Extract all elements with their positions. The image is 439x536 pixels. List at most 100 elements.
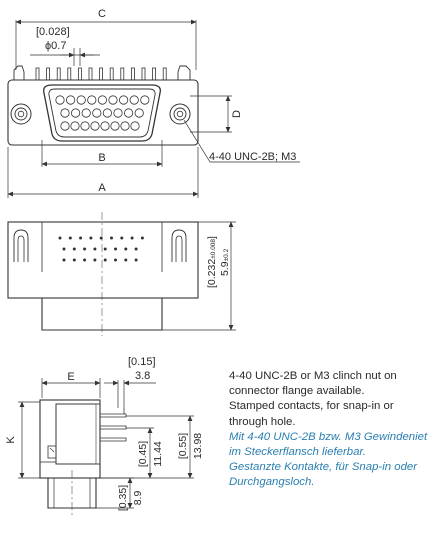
top-pin: [120, 67, 125, 81]
height-inch-tol: ±0.008: [210, 239, 217, 259]
top-pin: [162, 67, 167, 81]
contact: [100, 121, 110, 131]
label-hole-mm: ϕ0.7: [45, 40, 66, 52]
side-contacts: [100, 408, 127, 442]
dimension-c: [15, 19, 197, 70]
contact: [129, 95, 139, 105]
snap-hook-right: [177, 65, 191, 81]
side-view: [18, 378, 194, 516]
dim2-mm: 13.98: [192, 433, 204, 459]
front-contact-dot: [124, 258, 128, 262]
label-hole-inch: [0.028]: [36, 26, 70, 38]
note-en-line-2: connector flange available.: [229, 385, 365, 398]
front-contact-dot: [140, 236, 144, 240]
front-contact-dot: [103, 247, 107, 251]
pitch-inch: [0.15]: [128, 356, 156, 368]
contact: [80, 121, 90, 131]
front-view: [7, 212, 236, 336]
contact: [108, 95, 118, 105]
front-contact-dots: [58, 236, 144, 262]
top-pin: [35, 67, 40, 81]
top-pin: [99, 67, 103, 81]
pitch-mm: 3.8: [135, 370, 150, 382]
front-contact-dot: [93, 258, 97, 262]
height-mm: 5.9: [219, 261, 231, 276]
dimension-d: [190, 95, 232, 133]
contact: [81, 108, 91, 118]
front-contact-dot: [99, 236, 103, 240]
note-en-line-1: 4-40 UNC-2B or M3 clinch nut on: [229, 370, 397, 382]
contact: [134, 108, 144, 118]
front-contact-dot: [103, 258, 107, 262]
dimension-b: [41, 140, 163, 167]
note-de-line-2: im Steckerflansch lieferbar.: [229, 446, 366, 459]
dimension-a: [7, 147, 199, 198]
front-flange: [7, 221, 199, 299]
top-pin: [67, 67, 72, 81]
height-inch: [0.232: [206, 259, 218, 288]
side-body: [39, 399, 101, 479]
top-pin: [130, 67, 135, 81]
dim1-mm: 11.44: [152, 441, 164, 467]
front-latch-right: [171, 229, 187, 262]
top-pin-row: [35, 67, 167, 81]
dim3-inch: [0.35]: [117, 485, 129, 511]
top-pin: [88, 67, 93, 81]
top-pin: [46, 67, 50, 81]
front-height-label: [0.232±0.008]: [206, 236, 218, 288]
front-contact-dot: [114, 258, 117, 262]
height-mm-tol: ±0.2: [223, 248, 230, 261]
front-contact-dot: [58, 236, 62, 240]
contact: [124, 108, 134, 118]
note-de-line-1: Mit 4-40 UNC-2B bzw. M3 Gewindeniet: [229, 430, 428, 443]
front-contact-dot: [62, 247, 66, 251]
contact: [120, 121, 130, 131]
front-contact-dot: [134, 258, 138, 262]
note-de-line-3: Gestanzte Kontakte, für Snap-in oder: [229, 461, 418, 474]
dimension-hole: [30, 48, 100, 66]
front-contact-dot: [72, 247, 76, 251]
label-thread: 4-40 UNC-2B; M3: [209, 151, 296, 163]
top-view: [7, 19, 300, 198]
front-contact-dot: [134, 247, 138, 251]
height-close: ]: [206, 236, 218, 239]
contact: [90, 121, 100, 131]
front-contact-dot: [93, 247, 97, 251]
top-pin: [78, 67, 82, 81]
front-contact-dot: [83, 258, 87, 262]
contact: [60, 121, 70, 131]
availability-note: 4-40 UNC-2B or M3 clinch nut on connecto…: [229, 369, 434, 491]
contact: [92, 108, 102, 118]
front-contact-dot: [83, 247, 87, 251]
contact: [76, 95, 86, 105]
thread-leader: [183, 119, 300, 163]
contact: [119, 95, 129, 105]
front-contact-dot: [79, 236, 83, 240]
top-pin: [152, 67, 157, 81]
label-c: C: [98, 8, 106, 20]
mount-hole-left: [10, 103, 32, 125]
contact: [102, 108, 113, 118]
d-sub-shell-inner: [48, 88, 156, 138]
front-contact-dot: [110, 236, 113, 240]
dim1-inch: [0.45]: [137, 441, 149, 467]
front-contact-dot: [72, 258, 76, 262]
front-contact-dot: [130, 236, 134, 240]
dim2-inch: [0.55]: [177, 433, 189, 459]
contact-grid: [55, 95, 150, 131]
contact: [140, 95, 150, 105]
top-pin: [56, 67, 61, 81]
contact: [55, 95, 65, 105]
label-a: A: [98, 182, 106, 194]
flange: [7, 79, 199, 146]
mount-hole-right: [169, 103, 191, 125]
top-pin: [109, 67, 114, 81]
contact: [87, 95, 97, 105]
front-contact-dot: [114, 247, 117, 251]
label-e: E: [67, 371, 74, 383]
dim3-mm: 8.9: [132, 491, 144, 506]
front-contact-dot: [120, 236, 124, 240]
front-latch-left: [13, 229, 29, 262]
label-b: B: [98, 152, 105, 164]
d-sub-shell-outer: [43, 84, 161, 142]
